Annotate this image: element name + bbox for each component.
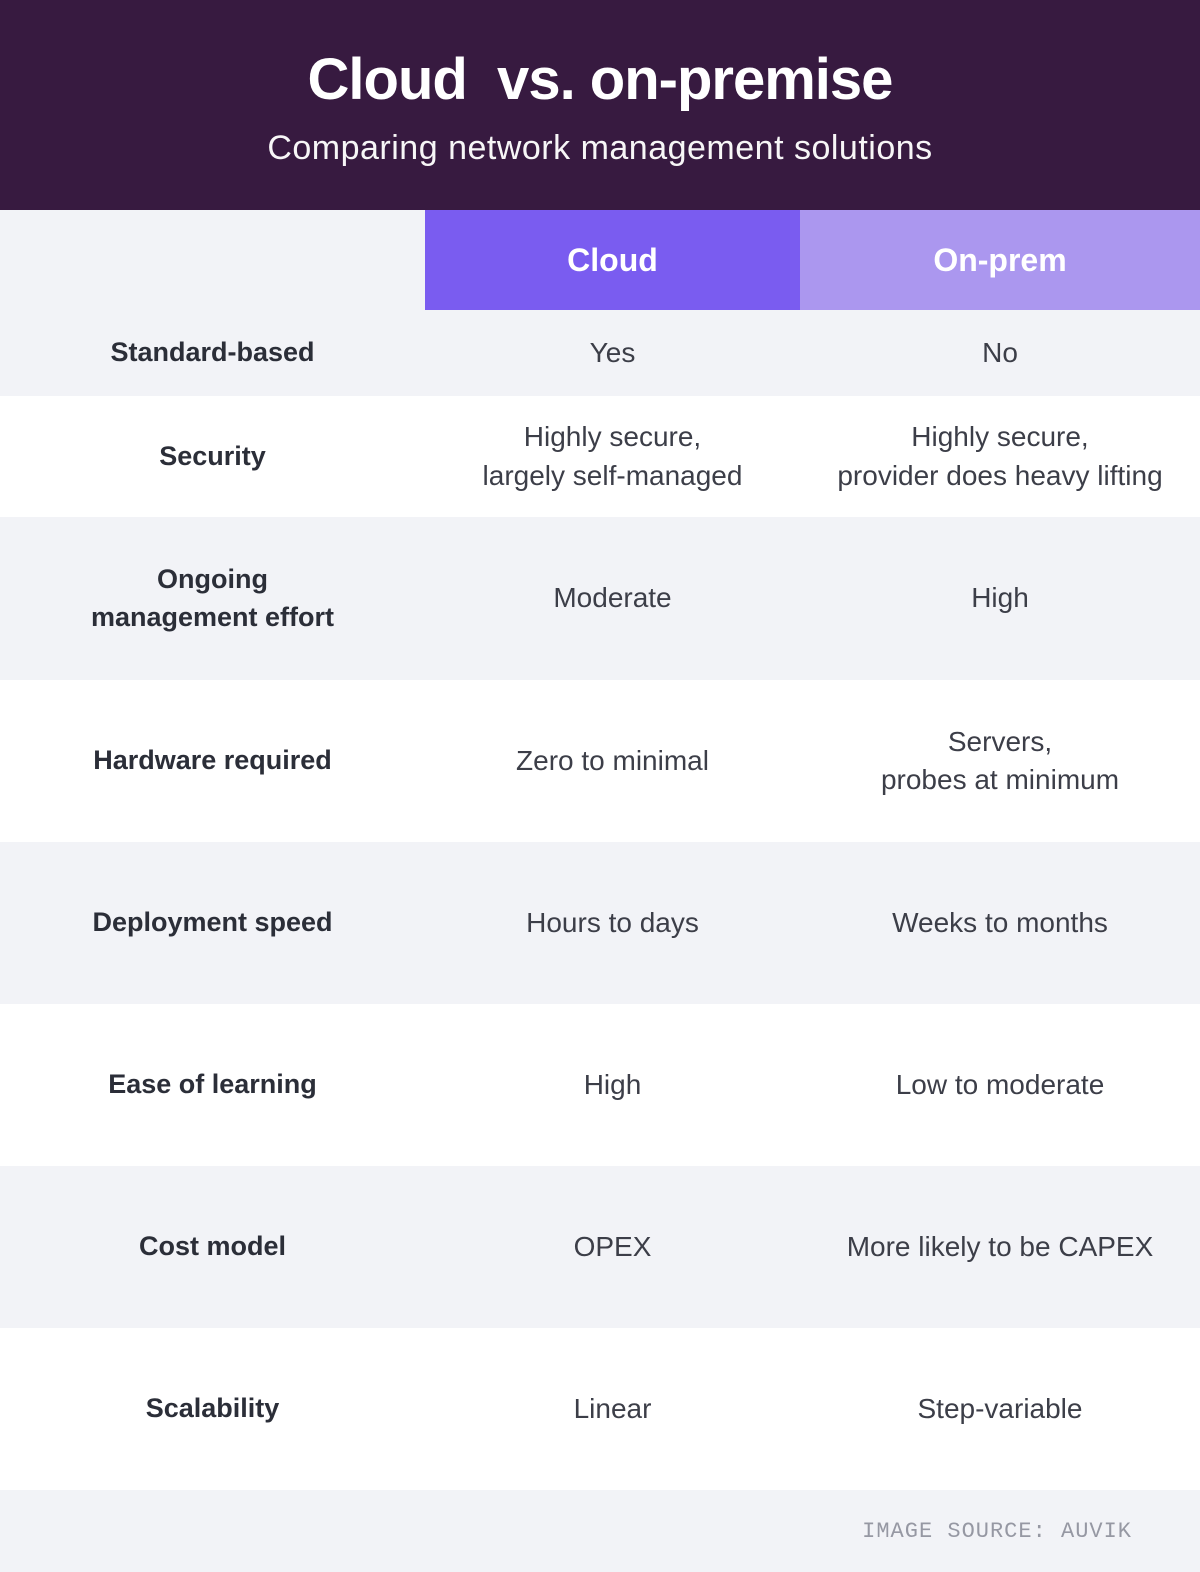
cloud-value: Highly secure, largely self-managed xyxy=(482,421,743,491)
onprem-value: More likely to be CAPEX xyxy=(846,1230,1154,1262)
column-header-row: Cloud On-prem xyxy=(0,210,1200,310)
row-label: Standard-based xyxy=(110,337,315,368)
cloud-value: Yes xyxy=(589,336,636,368)
onprem-value: Step-variable xyxy=(917,1392,1083,1424)
row-label: Hardware required xyxy=(93,745,332,776)
onprem-value: Servers, probes at minimum xyxy=(880,725,1120,795)
column-header-spacer xyxy=(0,210,425,310)
hero-banner: Cloud vs. on-premise Comparing network m… xyxy=(0,0,1200,210)
row-label: Scalability xyxy=(145,1393,280,1424)
table-row-security: Security Highly secure, largely self-man… xyxy=(0,396,1200,517)
cloud-value: Hours to days xyxy=(526,906,699,938)
page-title: Cloud vs. on-premise xyxy=(307,47,894,112)
onprem-value: No xyxy=(982,336,1018,368)
onprem-value: Weeks to months xyxy=(892,906,1108,938)
table-row-ease-of-learning: Ease of learning High Low to moderate xyxy=(0,1004,1200,1166)
row-label: Cost model xyxy=(138,1231,286,1262)
table-row-hardware-required: Hardware required Zero to minimal Server… xyxy=(0,680,1200,842)
row-label: Ease of learning xyxy=(108,1069,317,1100)
cloud-value: Moderate xyxy=(553,582,672,614)
footer-bar: IMAGE SOURCE: AUVIK xyxy=(0,1490,1200,1572)
column-header-onprem: On-prem xyxy=(800,210,1200,310)
row-label: Security xyxy=(159,440,266,471)
image-source-credit: IMAGE SOURCE: AUVIK xyxy=(862,1518,1132,1544)
onprem-value: High xyxy=(971,582,1029,614)
onprem-value: Highly secure, provider does heavy lifti… xyxy=(837,421,1163,491)
table-row-cost-model: Cost model OPEX More likely to be CAPEX xyxy=(0,1166,1200,1328)
cloud-value: Zero to minimal xyxy=(516,744,709,776)
row-label: Deployment speed xyxy=(92,907,333,938)
onprem-value: Low to moderate xyxy=(895,1068,1105,1100)
cloud-value: OPEX xyxy=(573,1230,652,1262)
table-row-deployment-speed: Deployment speed Hours to days Weeks to … xyxy=(0,842,1200,1004)
table-row-ongoing-management-effort: Ongoing management effort Moderate High xyxy=(0,517,1200,680)
table-row-scalability: Scalability Linear Step-variable xyxy=(0,1328,1200,1490)
row-label: Ongoing management effort xyxy=(90,563,335,632)
cloud-value: Linear xyxy=(573,1392,652,1424)
page-subtitle: Comparing network management solutions xyxy=(267,129,933,167)
table-row-standard-based: Standard-based Yes No xyxy=(0,310,1200,396)
column-header-cloud: Cloud xyxy=(425,210,800,310)
cloud-value: High xyxy=(583,1068,642,1100)
